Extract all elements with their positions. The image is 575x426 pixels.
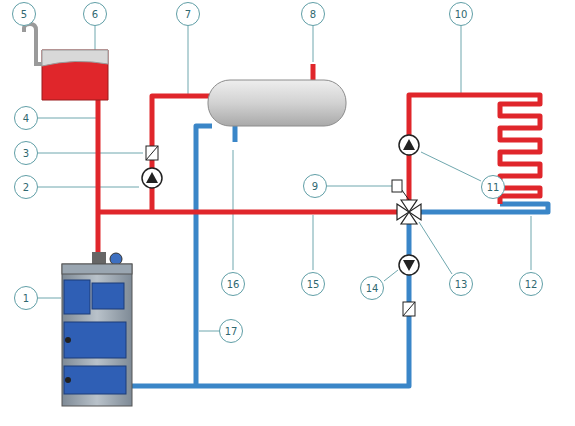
callout-number: 6 xyxy=(83,2,107,26)
callout-number: 16 xyxy=(221,272,245,296)
callout-number: 3 xyxy=(14,141,38,165)
callout-number: 7 xyxy=(176,2,200,26)
mixing-valve xyxy=(392,180,421,224)
callout-number: 17 xyxy=(219,319,243,343)
callout-number: 4 xyxy=(14,106,38,130)
pumps xyxy=(142,135,419,275)
return-pipes xyxy=(132,122,548,386)
callout-number: 10 xyxy=(449,2,473,26)
callout-number: 14 xyxy=(360,276,384,300)
callout-number: 2 xyxy=(14,175,38,199)
callout-number: 15 xyxy=(301,272,325,296)
storage-tank xyxy=(208,80,346,126)
callout-number: 8 xyxy=(301,2,325,26)
callout-number: 1 xyxy=(14,286,38,310)
callout-number: 5 xyxy=(12,2,36,26)
expansion-tank xyxy=(24,24,108,100)
supply-pipes xyxy=(98,64,540,264)
callout-number: 13 xyxy=(449,272,473,296)
callout-number: 11 xyxy=(481,175,505,199)
check-valves xyxy=(146,146,415,316)
callout-number: 12 xyxy=(519,272,543,296)
leader-lines xyxy=(24,26,531,331)
boiler xyxy=(62,252,132,406)
callout-number: 9 xyxy=(303,174,327,198)
